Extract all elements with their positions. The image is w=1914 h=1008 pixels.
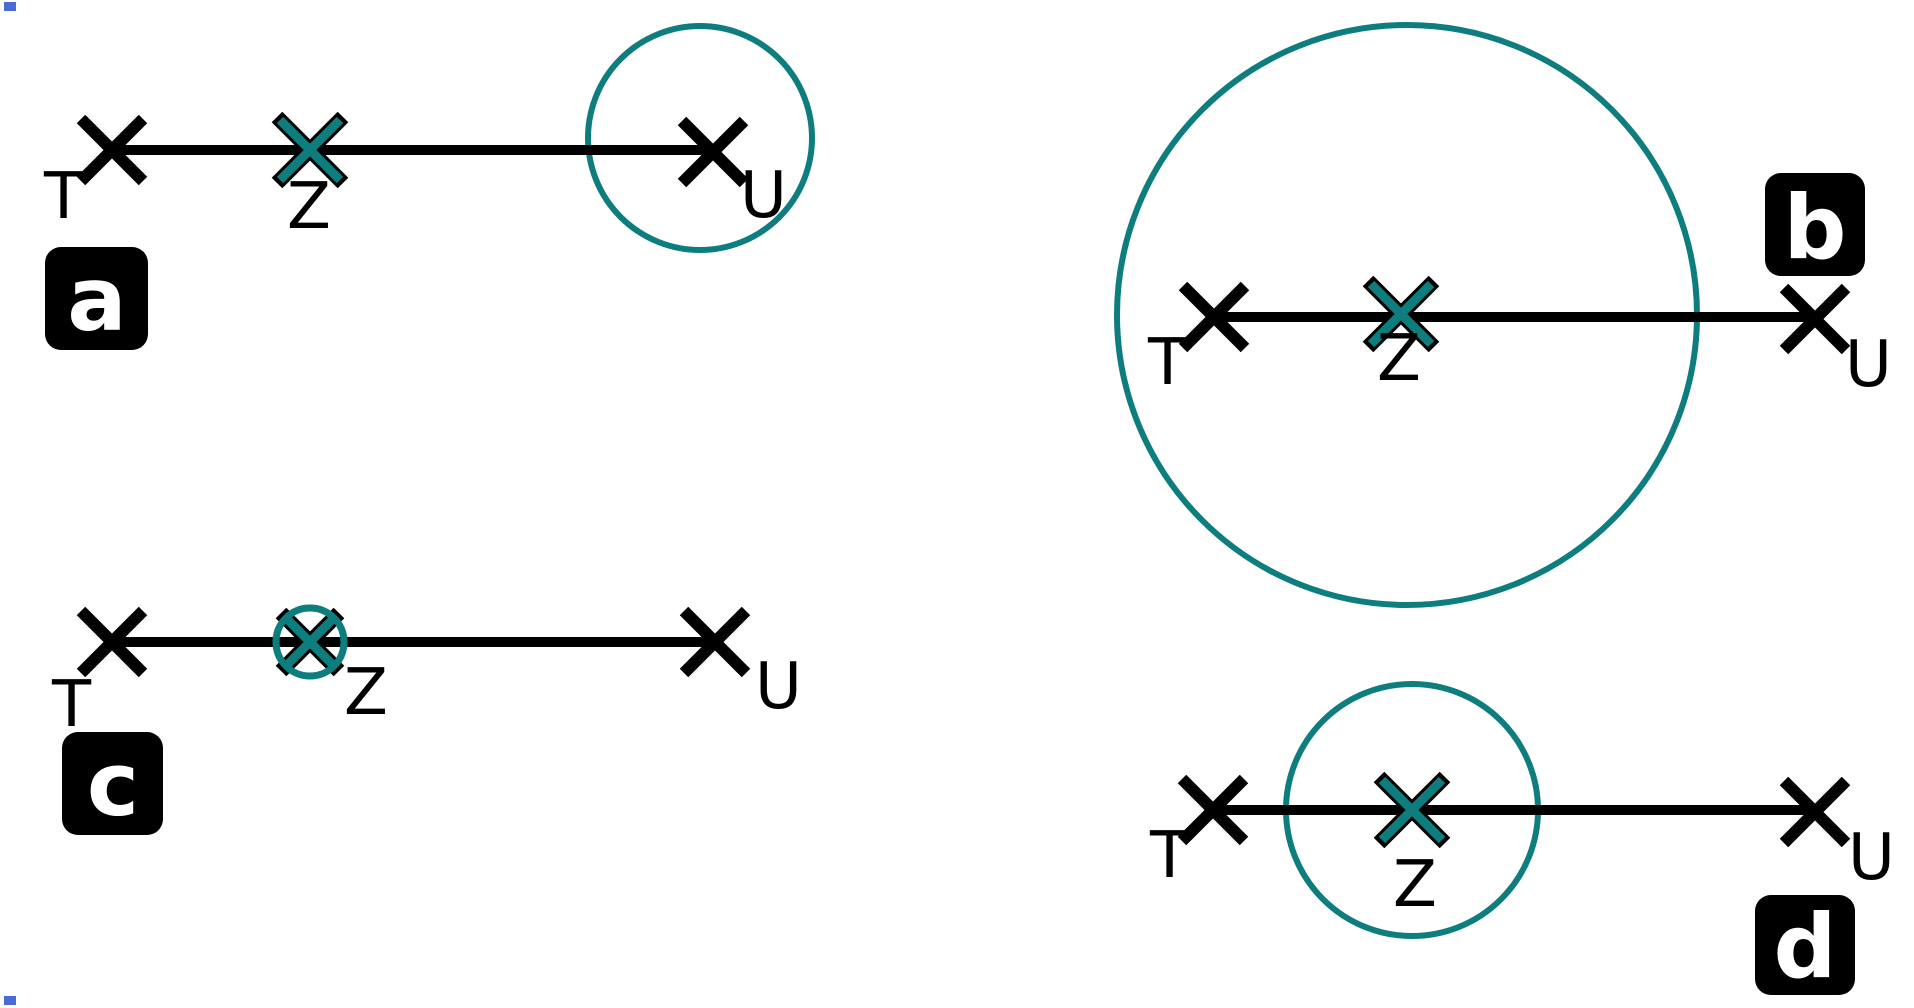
x-marker-t	[76, 606, 148, 678]
badge-square	[45, 247, 148, 350]
label-point-u: U	[755, 650, 802, 724]
badge-square	[62, 732, 163, 835]
label-point-u: U	[740, 159, 787, 233]
label-point-z: Z	[344, 656, 388, 730]
badge-letter: a	[67, 248, 126, 351]
x-marker-u	[1779, 283, 1851, 355]
label-point-z: Z	[1377, 322, 1421, 396]
label-point-u: U	[1845, 328, 1892, 402]
badge-letter: c	[87, 733, 139, 836]
label-point-t: T	[43, 160, 84, 234]
badge-square	[1765, 173, 1865, 276]
option-c-diagram: T Z U c	[51, 604, 802, 836]
x-marker-z	[276, 116, 344, 184]
x-marker-t	[1178, 281, 1250, 353]
label-point-t: T	[1149, 819, 1190, 893]
label-point-u: U	[1848, 821, 1895, 895]
circle-around-point-u	[585, 23, 815, 253]
badge-letter: d	[1774, 895, 1837, 998]
x-marker-z	[1378, 776, 1446, 844]
x-marker-t	[76, 114, 148, 186]
option-d-diagram: T Z U d	[1149, 681, 1895, 998]
option-b-diagram: T Z U b	[1114, 22, 1892, 608]
page-artifact-bottom-left	[4, 996, 16, 1005]
option-a-diagram: T Z U a	[43, 23, 815, 351]
label-point-z: Z	[1393, 848, 1437, 922]
x-marker-t	[1177, 774, 1249, 846]
x-marker-u	[679, 606, 751, 678]
x-marker-z	[280, 612, 340, 672]
page-artifact-top-left	[4, 2, 16, 11]
x-marker-u	[1779, 776, 1851, 848]
label-point-t: T	[1147, 326, 1188, 400]
label-point-t: T	[51, 668, 92, 742]
answer-badge-d[interactable]: d	[1755, 895, 1855, 998]
label-point-z: Z	[287, 170, 331, 244]
answer-badge-c[interactable]: c	[62, 732, 163, 836]
x-marker-z	[1367, 280, 1435, 348]
circle-around-point-z	[272, 604, 348, 680]
badge-square	[1755, 895, 1855, 995]
x-marker-u	[677, 116, 749, 188]
badge-letter: b	[1784, 176, 1847, 279]
answer-badge-a[interactable]: a	[45, 247, 148, 351]
answer-badge-b[interactable]: b	[1765, 173, 1865, 279]
